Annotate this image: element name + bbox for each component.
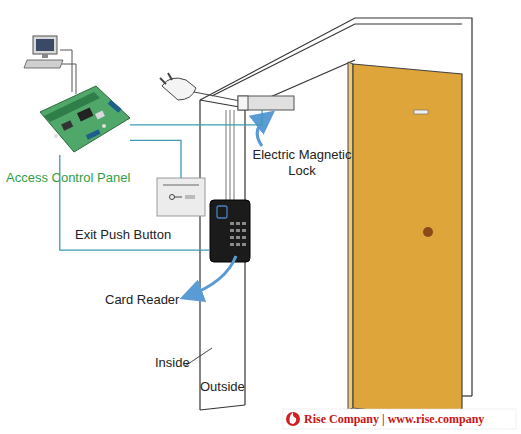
node-label: Card Reader — [105, 292, 205, 308]
node-label: Electric Magnetic Lock — [252, 147, 352, 179]
node-label: Access Control Panel — [6, 170, 156, 186]
reader-leader-arrow — [188, 256, 236, 296]
exit-button-node: Exit Push Button — [157, 178, 205, 216]
door-panel — [348, 62, 462, 420]
side-label: Outside — [200, 379, 270, 395]
wiring-connector — [130, 110, 262, 125]
exit-button — [157, 178, 205, 216]
computer-icon — [24, 36, 76, 94]
power-adapter — [160, 73, 240, 101]
watermark-text: Rise Company | www.rise.company — [304, 411, 519, 427]
wiring-connector — [60, 155, 210, 250]
magnetic-lock — [238, 96, 294, 110]
frame-wires — [226, 110, 234, 200]
lock-leader-arrow — [257, 116, 268, 146]
card-reader-device — [210, 200, 250, 262]
card-reader-node: Card Reader — [210, 200, 250, 262]
node-label: Exit Push Button — [75, 227, 205, 243]
lock-node: Electric Magnetic Lock — [238, 96, 294, 110]
wiring-connector — [130, 140, 181, 178]
panel-node: Access Control Panel — [40, 85, 130, 155]
control-board — [40, 86, 130, 152]
side-label: Inside — [155, 355, 215, 371]
